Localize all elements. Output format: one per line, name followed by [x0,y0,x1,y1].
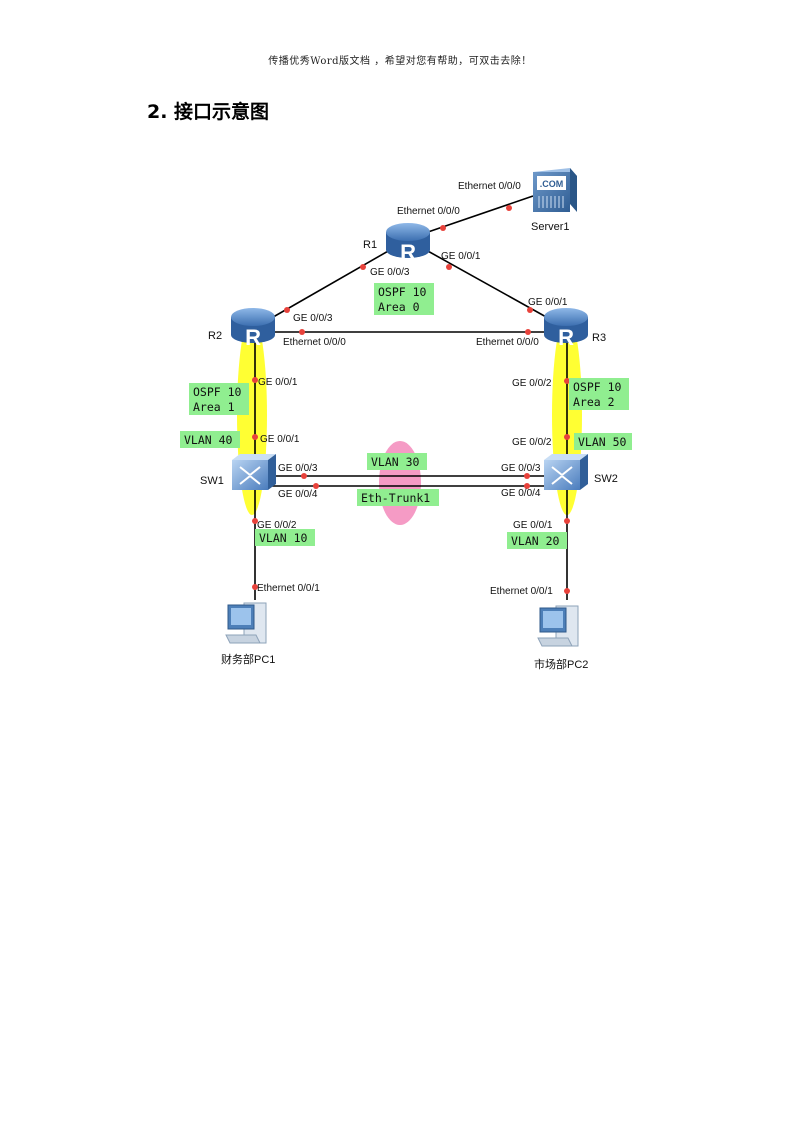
port-dot [524,473,530,479]
tag-area1-bg [189,383,249,415]
port-label-sw1-ge002: GE 0/0/2 [257,520,297,531]
header-note: 传播优秀Word版文档 ，希望对您有帮助，可双击去除！ [268,56,532,67]
device-label-r1: R1 [363,239,377,251]
link-r1-r3 [425,249,549,319]
port-dot [564,518,570,524]
port-label-sw2-ge002: GE 0/0/2 [512,437,552,448]
port-dot [525,329,531,335]
port-label-sw1-ge001: GE 0/0/1 [260,434,300,445]
tag-vlan50-bg [574,433,632,450]
tag-area0-line1: OSPF 10 [378,285,427,299]
port-label-sw2-ge003: GE 0/0/3 [501,463,541,474]
tag-backgrounds [180,283,632,549]
pc1-icon [225,602,267,644]
tag-vlan50: VLAN 50 [578,435,627,449]
router-r1-icon: R [386,223,430,265]
port-label-pc1-eth: Ethernet 0/0/1 [257,583,320,594]
device-label-pc1: 财务部PC1 [221,652,275,666]
port-dot [440,225,446,231]
tag-vlan10: VLAN 10 [259,531,308,545]
server-icon: .COM [533,168,577,212]
tag-area2-line2: Area 2 [573,395,615,409]
tag-vlan40: VLAN 40 [184,433,233,447]
port-dot [446,264,452,270]
port-dot [564,378,570,384]
port-dot [252,518,258,524]
port-label-sw2-ge004: GE 0/0/4 [501,488,541,499]
device-label-server: Server1 [531,221,570,233]
device-label-pc2: 市场部PC2 [534,657,588,671]
port-label-r3-ge002: GE 0/0/2 [512,378,552,389]
router-glyph: R [400,240,416,265]
port-dot [252,434,258,440]
tag-eth-trunk: Eth-Trunk1 [361,491,430,505]
port-label-r1-ge001: GE 0/0/1 [441,251,481,262]
pc2-icon [537,605,579,647]
tag-vlan20-bg [507,532,567,549]
port-dot [564,434,570,440]
port-dot [299,329,305,335]
port-dot [360,264,366,270]
router-r3-icon: R [544,308,588,350]
router-glyph: R [245,325,261,350]
tag-area0-bg [374,283,434,315]
tag-ethtrunk-bg [357,489,439,506]
tag-area1-line2: Area 1 [193,400,235,414]
port-dot [506,205,512,211]
port-dot [301,473,307,479]
port-label-r2-ge001: GE 0/0/1 [258,377,298,388]
tag-area2-bg [569,378,629,410]
tag-vlan40-bg [180,431,240,448]
router-glyph: R [558,325,574,350]
port-label-sw1-ge003: GE 0/0/3 [278,463,318,474]
section-title: 2. 接口示意图 [147,101,270,123]
device-label-sw1: SW1 [200,475,224,487]
port-dot [284,307,290,313]
port-label-r1-ge003: GE 0/0/3 [370,267,410,278]
port-dot [564,588,570,594]
switch-sw1-icon [232,454,276,490]
device-label-sw2: SW2 [594,473,618,485]
tag-vlan30: VLAN 30 [371,455,420,469]
tag-vlan20: VLAN 20 [511,534,560,548]
port-label-r1-eth: Ethernet 0/0/0 [397,206,460,217]
server-screen-text: .COM [540,179,564,189]
tag-area0-line2: Area 0 [378,300,420,314]
tag-vlan10-bg [255,529,315,546]
port-label-server-eth: Ethernet 0/0/0 [458,181,521,192]
port-dot [252,584,258,590]
router-r2-icon: R [231,308,275,350]
port-dot [313,483,319,489]
port-label-r2-ge003: GE 0/0/3 [293,313,333,324]
switch-sw2-icon [544,454,588,490]
link-r1-server [427,195,534,233]
tag-area2-line1: OSPF 10 [573,380,622,394]
device-label-r3: R3 [592,332,606,344]
device-label-r2: R2 [208,330,222,342]
port-dot [252,377,258,383]
port-dots [252,205,570,594]
port-label-sw2-ge001: GE 0/0/1 [513,520,553,531]
port-label-r3-eth: Ethernet 0/0/0 [476,337,539,348]
port-label-r3-ge001: GE 0/0/1 [528,297,568,308]
tag-vlan30-bg [367,453,427,470]
tag-area1-line1: OSPF 10 [193,385,242,399]
port-dot [524,483,530,489]
port-dot [527,307,533,313]
port-label-pc2-eth: Ethernet 0/0/1 [490,586,553,597]
port-label-sw1-ge004: GE 0/0/4 [278,489,318,500]
port-label-r2-eth: Ethernet 0/0/0 [283,337,346,348]
